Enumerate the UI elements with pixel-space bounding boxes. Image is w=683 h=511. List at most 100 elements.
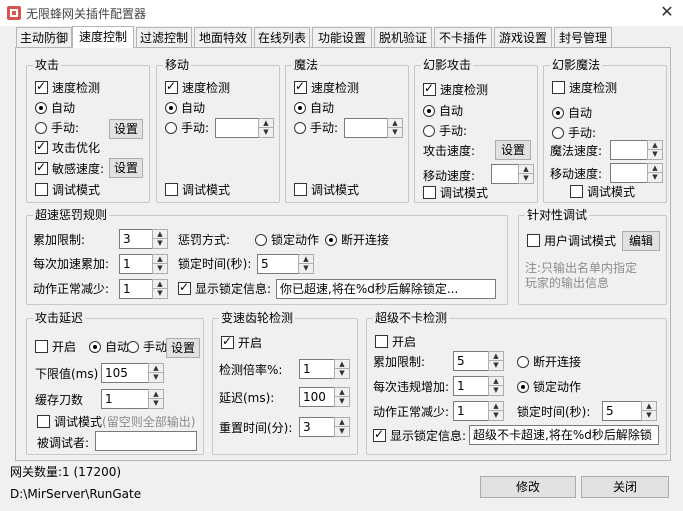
super-noblock-group: 超级不卡检测 开启 累加限制: 5 ▲▼ 断开连接 每次违规增加: 1 ▲▼ 锁… <box>366 311 667 455</box>
shadow-attack-speed-check[interactable]: 速度检测 <box>423 81 488 97</box>
close-icon[interactable]: ✕ <box>660 2 674 21</box>
shadow-magic-move-input[interactable] <box>610 163 648 183</box>
attack-delay-cache-input[interactable]: 1 <box>101 389 149 409</box>
gear-check-enable[interactable]: 开启 <box>221 334 262 350</box>
move-legend: 移动 <box>163 58 192 72</box>
attack-delay-manual-radio[interactable]: 手动 <box>127 340 167 354</box>
super-noblock-show-lock[interactable]: 显示锁定信息: <box>373 427 466 443</box>
attack-set-button[interactable]: 设置 <box>109 119 143 139</box>
tab-noblock-plugin[interactable]: 不卡插件 <box>434 27 492 47</box>
modify-button[interactable]: 修改 <box>480 476 576 498</box>
magic-auto-radio[interactable]: 自动 <box>294 101 334 115</box>
attack-speed-checkbox[interactable] <box>35 79 48 94</box>
super-noblock-lock-time-spinner[interactable]: ▲▼ <box>641 401 657 421</box>
super-noblock-per-violation-input[interactable]: 1 <box>453 376 489 396</box>
gear-delay-input[interactable]: 100 <box>299 387 335 407</box>
attack-sensitivity-set-button[interactable]: 设置 <box>109 158 143 178</box>
tab-offline-verify[interactable]: 脱机验证 <box>374 27 432 47</box>
shadow-magic-auto-radio[interactable]: 自动 <box>552 106 592 120</box>
tab-function-settings[interactable]: 功能设置 <box>312 27 372 47</box>
magic-debug[interactable]: 调试模式 <box>294 183 359 197</box>
attack-debug[interactable]: 调试模式 <box>35 183 100 197</box>
super-noblock-normal-dec-input[interactable]: 1 <box>453 401 489 421</box>
penalty-lock-action-radio[interactable]: 锁定动作 <box>255 233 319 247</box>
attack-delay-lower-spinner[interactable]: ▲▼ <box>148 363 164 383</box>
shadow-attack-manual-radio[interactable]: 手动: <box>423 124 467 138</box>
shadow-attack-auto-radio[interactable]: 自动 <box>423 104 463 118</box>
gear-ratio-input[interactable]: 1 <box>299 359 335 379</box>
attack-optimize[interactable]: 攻击优化 <box>35 139 100 155</box>
attack-delay-auto-radio[interactable]: 自动 <box>89 340 129 354</box>
shadow-attack-set-button[interactable]: 设置 <box>495 140 531 160</box>
targeted-edit-button[interactable]: 编辑 <box>622 231 660 251</box>
move-speed-check[interactable]: 速度检测 <box>165 79 230 95</box>
penalty-lock-message-input[interactable]: 你已超速,将在%d秒后解除锁定... <box>276 279 496 299</box>
penalty-lock-time-input[interactable]: 5 <box>257 254 299 274</box>
attack-delay-target-input[interactable] <box>95 431 197 451</box>
super-noblock-lock-time-input[interactable]: 5 <box>602 401 642 421</box>
super-noblock-disconnect-radio[interactable]: 断开连接 <box>517 355 581 369</box>
gear-reset-spinner[interactable]: ▲▼ <box>334 417 350 437</box>
penalty-normal-dec-spinner[interactable]: ▲▼ <box>152 279 168 299</box>
attack-auto-radio[interactable]: 自动 <box>35 101 75 115</box>
move-auto-radio[interactable]: 自动 <box>165 101 205 115</box>
shadow-magic-speed-input[interactable] <box>610 140 648 160</box>
magic-legend: 魔法 <box>292 58 321 72</box>
super-noblock-accum-input[interactable]: 5 <box>453 351 489 371</box>
tab-filter-control[interactable]: 过滤控制 <box>136 27 192 47</box>
move-manual-spinner[interactable]: ▲▼ <box>258 118 274 138</box>
tab-game-settings[interactable]: 游戏设置 <box>494 27 552 47</box>
attack-delay-group: 攻击延迟 开启 自动 手动 设置 下限值(ms) 105 ▲▼ 缓存刀数 1 ▲… <box>26 311 204 455</box>
penalty-normal-dec-input[interactable]: 1 <box>119 279 153 299</box>
super-noblock-lock-message-input[interactable]: 超级不卡超速,将在%d秒后解除锁 <box>469 425 659 445</box>
penalty-lock-time-spinner[interactable]: ▲▼ <box>298 254 314 274</box>
magic-manual-spinner[interactable]: ▲▼ <box>387 118 403 138</box>
shadow-magic-debug[interactable]: 调试模式 <box>570 185 635 199</box>
tab-speed-control[interactable]: 速度控制 <box>72 26 134 48</box>
attack-speed-check[interactable]: 速度检测 <box>35 79 100 95</box>
shadow-magic-speed-spinner[interactable]: ▲▼ <box>647 140 663 160</box>
attack-manual-radio[interactable]: 手动: <box>35 121 79 135</box>
move-manual-radio[interactable]: 手动: <box>165 121 209 135</box>
shadow-attack-debug[interactable]: 调试模式 <box>423 186 488 200</box>
gear-delay-spinner[interactable]: ▲▼ <box>334 387 350 407</box>
super-noblock-accum-spinner[interactable]: ▲▼ <box>488 351 504 371</box>
tab-active-defense[interactable]: 主动防御 <box>16 27 72 47</box>
targeted-user-debug[interactable]: 用户调试模式 <box>527 234 616 248</box>
super-noblock-lock-action-radio[interactable]: 锁定动作 <box>517 380 581 394</box>
move-manual-input[interactable] <box>215 118 259 138</box>
shadow-magic-move-spinner[interactable]: ▲▼ <box>647 163 663 183</box>
attack-delay-cache-spinner[interactable]: ▲▼ <box>148 389 164 409</box>
penalty-show-lock[interactable]: 显示锁定信息: <box>178 280 271 296</box>
attack-delay-set-button[interactable]: 设置 <box>166 338 200 358</box>
gear-ratio-spinner[interactable]: ▲▼ <box>334 359 350 379</box>
shadow-magic-speed-check[interactable]: 速度检测 <box>552 81 617 95</box>
attack-delay-cache-label: 缓存刀数 <box>35 393 84 407</box>
move-debug[interactable]: 调试模式 <box>165 183 230 197</box>
attack-delay-lower-label: 下限值(ms) <box>35 367 99 381</box>
gear-reset-input[interactable]: 3 <box>299 417 335 437</box>
penalty-per-accel-input[interactable]: 1 <box>119 254 153 274</box>
super-noblock-normal-dec-spinner[interactable]: ▲▼ <box>488 401 504 421</box>
shadow-attack-move-input[interactable] <box>491 164 519 184</box>
penalty-accum-spinner[interactable]: ▲▼ <box>152 229 168 249</box>
super-noblock-enable[interactable]: 开启 <box>375 335 416 349</box>
attack-delay-enable[interactable]: 开启 <box>35 340 76 354</box>
tab-online-list[interactable]: 在线列表 <box>254 27 310 47</box>
tab-ban-management[interactable]: 封号管理 <box>554 27 612 47</box>
magic-speed-check[interactable]: 速度检测 <box>294 79 359 95</box>
attack-sensitivity[interactable]: 敏感速度: <box>35 160 104 176</box>
super-noblock-per-violation-spinner[interactable]: ▲▼ <box>488 376 504 396</box>
penalty-per-accel-spinner[interactable]: ▲▼ <box>152 254 168 274</box>
magic-manual-radio[interactable]: 手动: <box>294 121 338 135</box>
penalty-disconnect-radio[interactable]: 断开连接 <box>325 233 389 247</box>
penalty-accum-input[interactable]: 3 <box>119 229 153 249</box>
shadow-magic-manual-radio[interactable]: 手动: <box>552 126 596 140</box>
shadow-attack-move-spinner[interactable]: ▲▼ <box>518 164 534 184</box>
targeted-debug-group: 针对性调试 用户调试模式 编辑 注:只输出名单内指定 玩家的输出信息 <box>518 208 667 305</box>
attack-delay-lower-input[interactable]: 105 <box>101 363 149 383</box>
close-button[interactable]: 关闭 <box>581 476 669 498</box>
magic-manual-input[interactable] <box>344 118 388 138</box>
tab-ground-effects[interactable]: 地面特效 <box>194 27 252 47</box>
attack-delay-debug[interactable]: 调试模式(留空则全部输出) <box>37 415 195 429</box>
